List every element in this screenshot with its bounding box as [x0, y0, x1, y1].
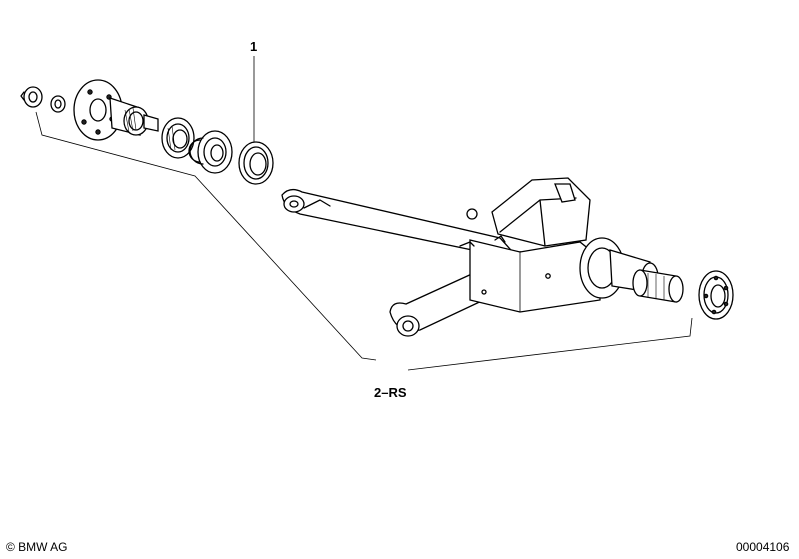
diagram-id-label: 00004106: [736, 540, 790, 554]
outer-bearing: [188, 130, 233, 174]
seal-ring-1: [238, 141, 274, 185]
castle-nut: [20, 86, 43, 108]
callout-1: 1: [250, 39, 258, 54]
copyright-label: © BMW AG: [6, 540, 68, 554]
callout-2-rs: 2–RS: [374, 385, 407, 400]
wheel-hub-flange: [73, 79, 159, 141]
washer: [50, 95, 66, 113]
stub-sleeve: [632, 269, 684, 303]
wheel-bearing-2rs: [698, 270, 734, 320]
inner-bearing: [161, 117, 195, 159]
trailing-arm: [281, 177, 659, 337]
leader-lines: [35, 56, 693, 371]
